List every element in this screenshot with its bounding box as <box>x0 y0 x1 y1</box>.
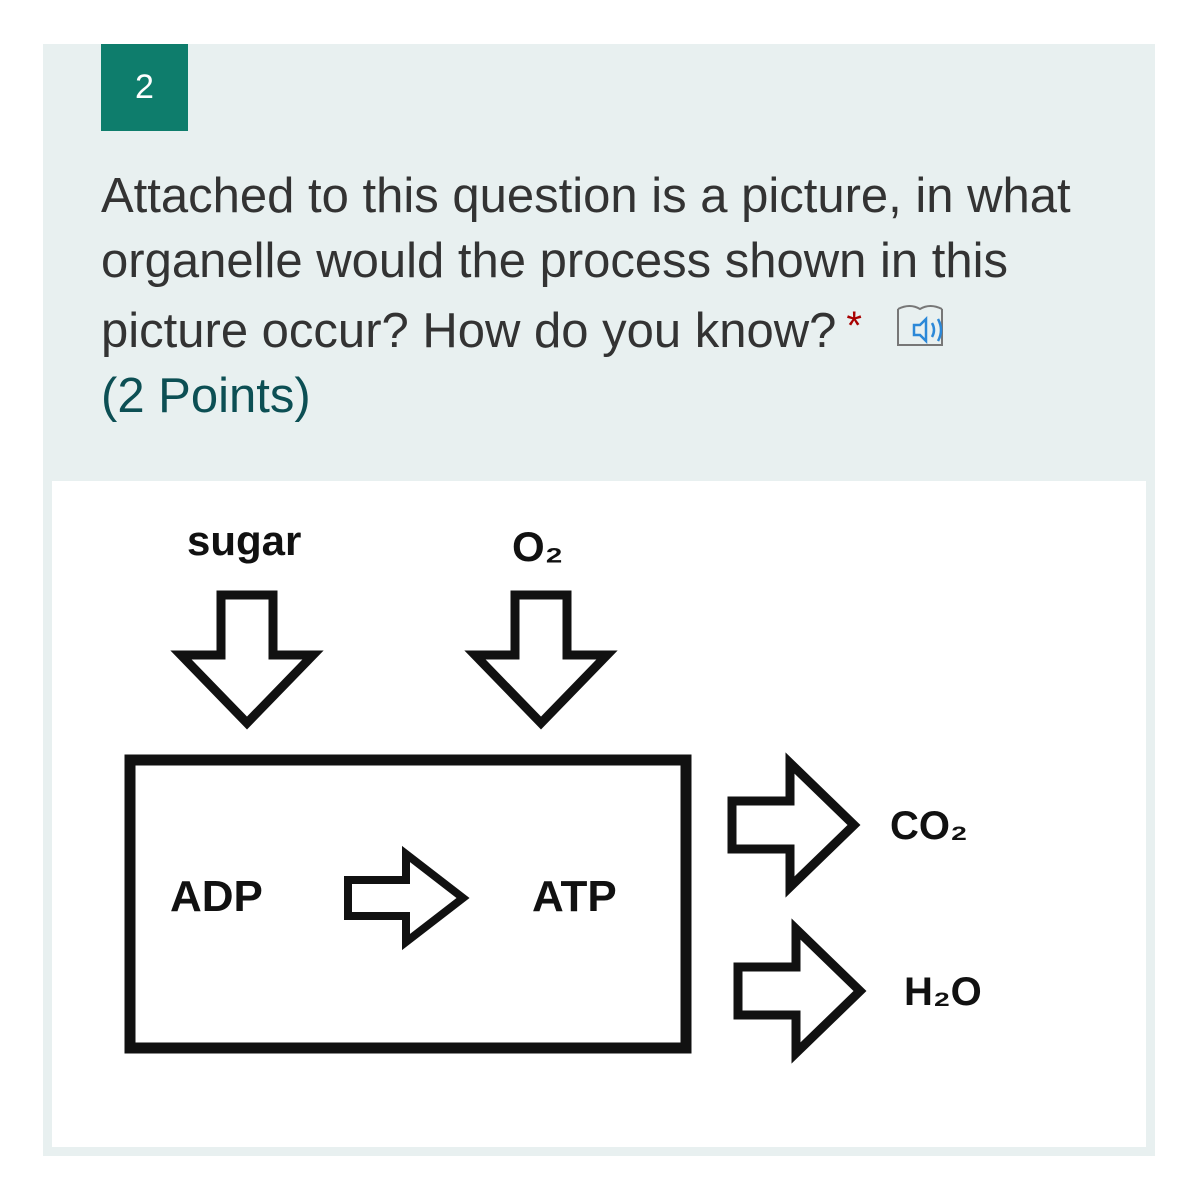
output-label-co2: CO₂ <box>890 804 968 848</box>
down-arrow-icon <box>181 595 313 723</box>
respiration-diagram: sugar O₂ ADP ATP CO₂ H₂O <box>124 517 982 1147</box>
right-arrow-icon <box>738 929 860 1053</box>
question-card: 2 Attached to this question is a picture… <box>43 44 1155 1156</box>
input-label-oxygen: O₂ <box>512 523 563 570</box>
question-prompt: Attached to this question is a picture, … <box>101 169 1071 358</box>
immersive-reader-icon[interactable] <box>892 297 956 353</box>
output-label-h2o: H₂O <box>904 970 982 1014</box>
input-label-sugar: sugar <box>187 517 301 564</box>
process-label-atp: ATP <box>532 872 617 921</box>
process-label-adp: ADP <box>170 872 263 921</box>
question-text-block: Attached to this question is a picture, … <box>101 164 1101 429</box>
right-arrow-icon <box>348 854 463 942</box>
question-image: sugar O₂ ADP ATP CO₂ H₂O <box>52 481 1146 1147</box>
right-arrow-icon <box>732 763 854 887</box>
question-points: (2 Points) <box>101 369 311 423</box>
question-number-badge: 2 <box>101 44 188 131</box>
required-asterisk: * <box>846 304 862 348</box>
process-box <box>124 754 692 1054</box>
down-arrow-icon <box>475 595 607 723</box>
